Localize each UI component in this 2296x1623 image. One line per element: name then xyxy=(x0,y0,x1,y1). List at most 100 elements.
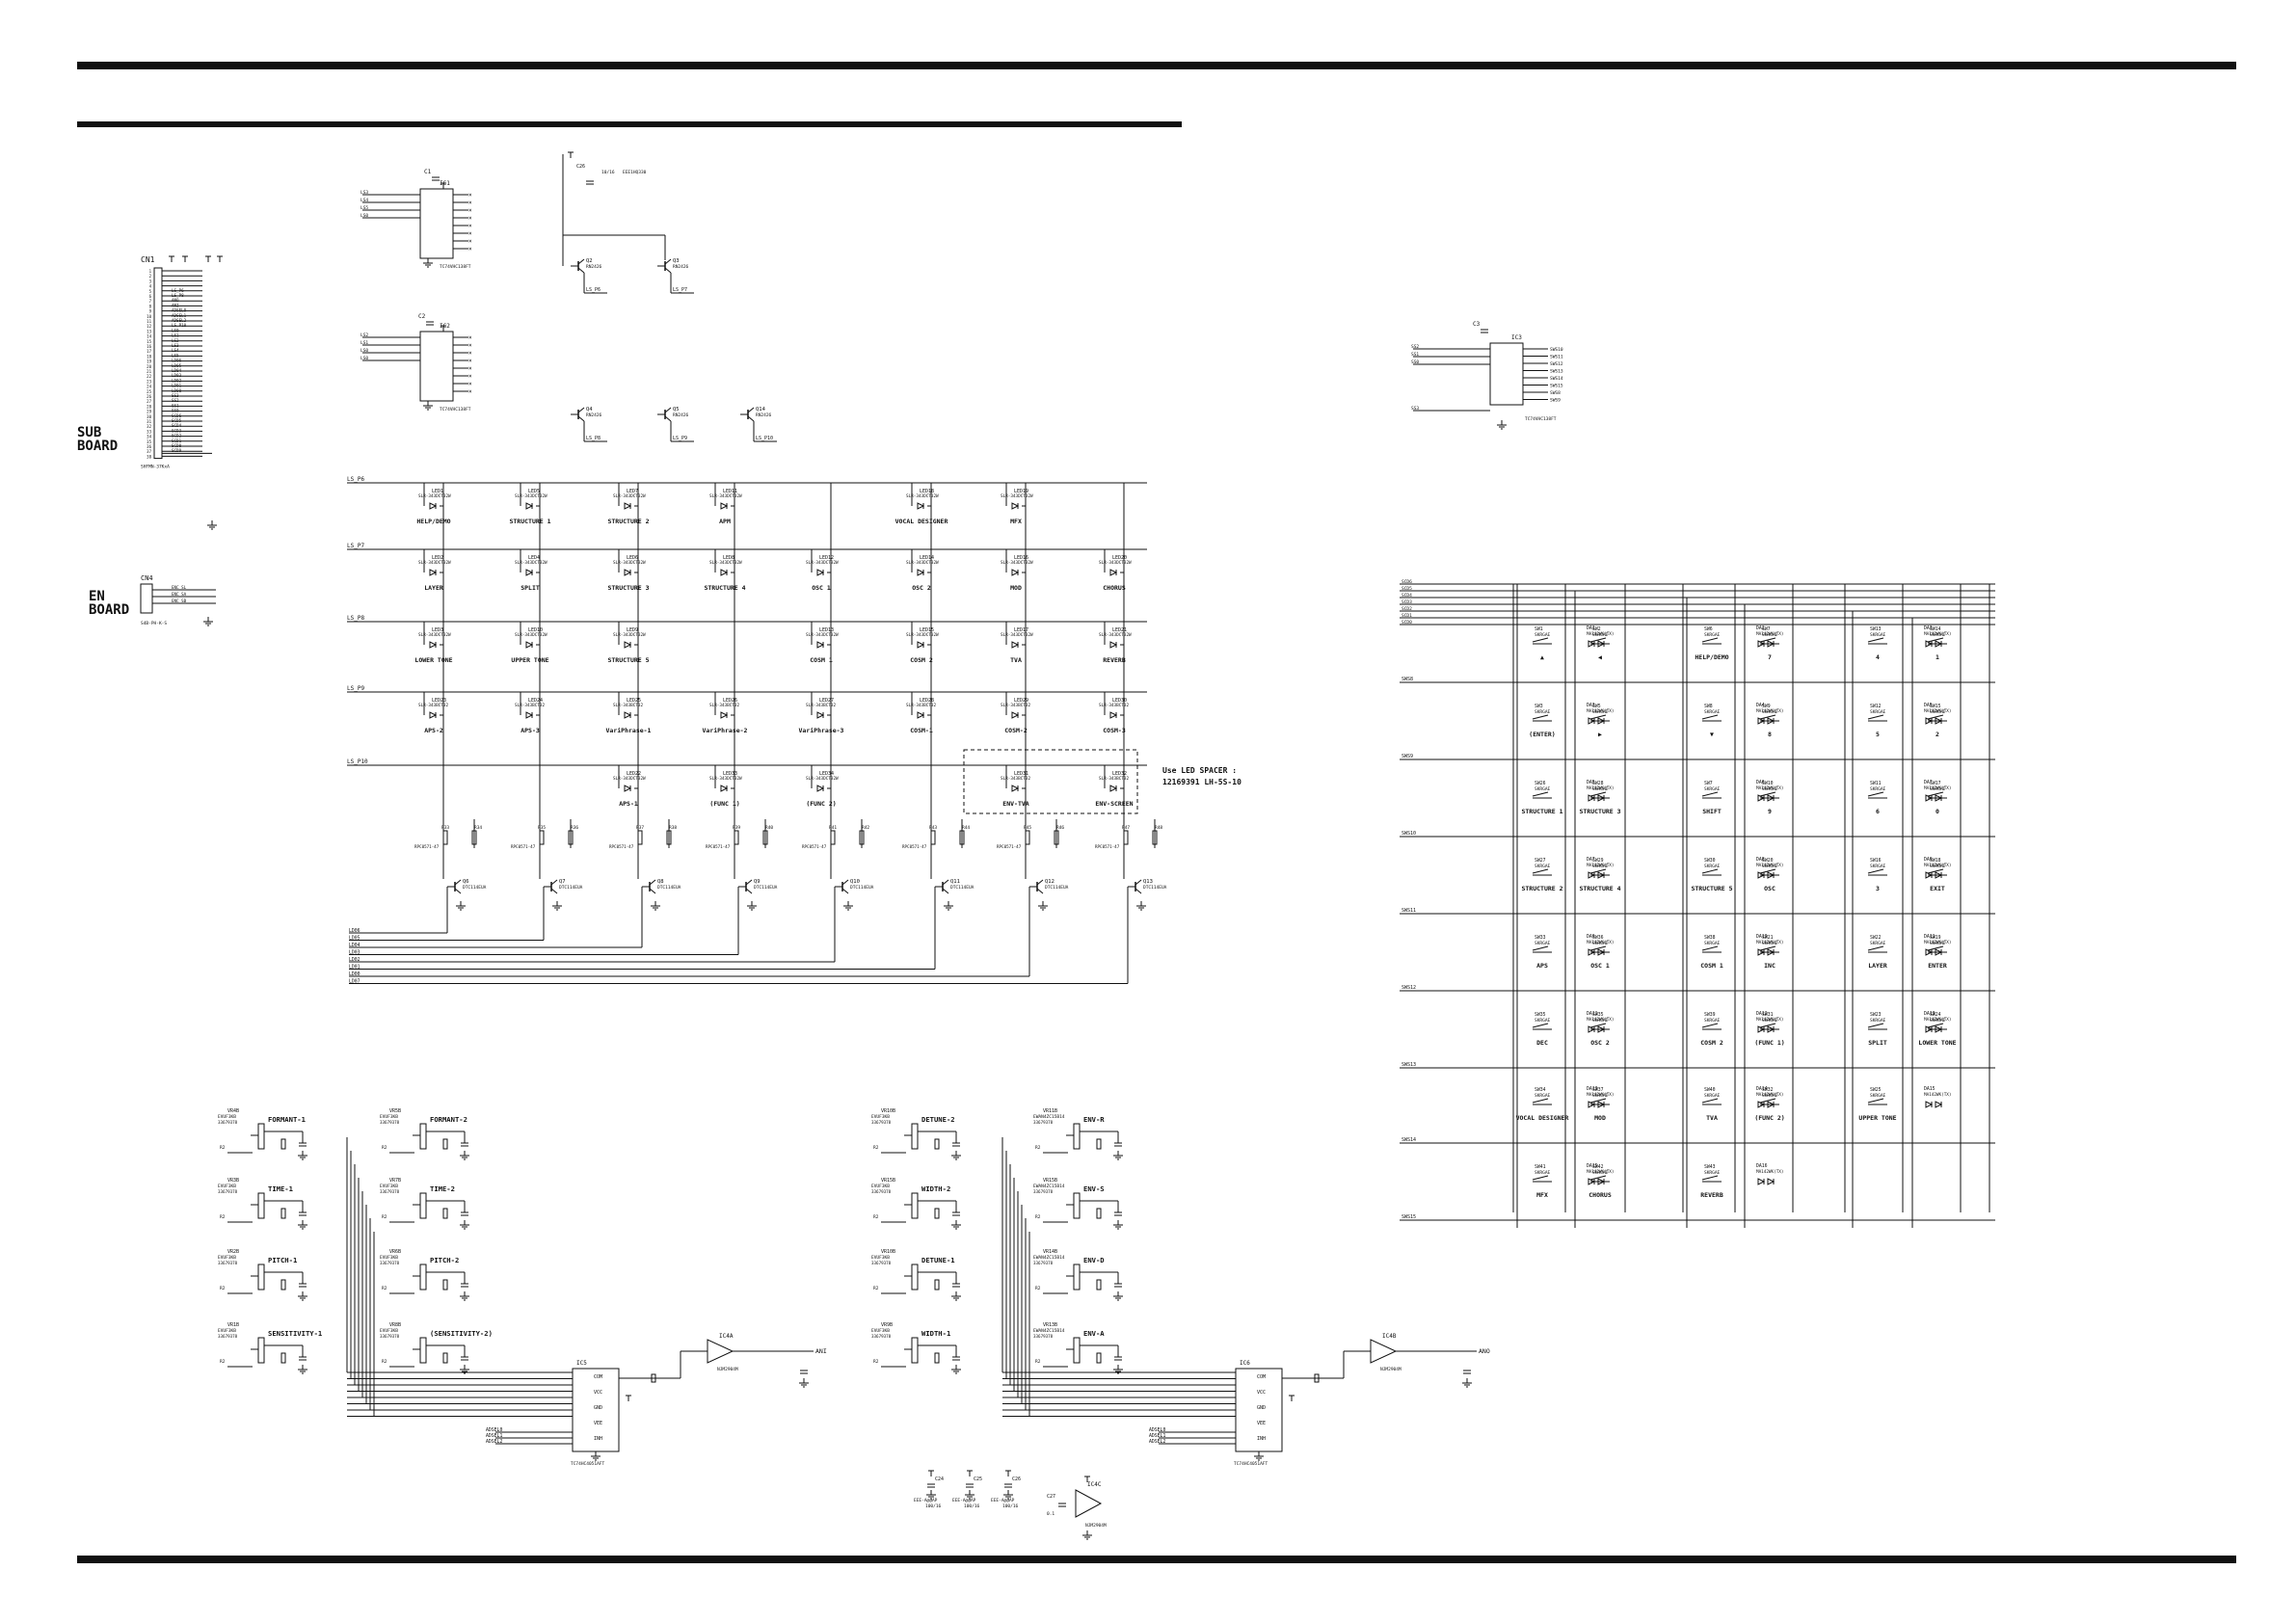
pot-series-resistor xyxy=(280,1352,286,1364)
switch-contact xyxy=(1759,637,1776,643)
pot-series-resistor xyxy=(1096,1208,1102,1219)
scan-line-label: SCD5 xyxy=(1402,586,1412,592)
diode-triangle xyxy=(720,711,729,719)
scan-line-label: SCD6 xyxy=(1402,579,1412,585)
driver-ref: Q8 xyxy=(657,879,664,885)
diode-part: MA142WK(TX) xyxy=(1587,785,1614,791)
pot-right-part: EVUF3KB xyxy=(871,1328,890,1334)
switch-part: SKRGAE xyxy=(1762,709,1778,715)
led-led30 xyxy=(1109,711,1118,719)
potentiometer-body xyxy=(419,1337,427,1364)
driver-resistor-ref: R44 xyxy=(962,825,970,831)
diode-triangle xyxy=(525,569,534,576)
pot-series-resistor xyxy=(934,1208,940,1219)
cn1-pin-number: 30 xyxy=(147,414,151,419)
diode-triangle xyxy=(1935,794,1943,802)
switch-caption: OSC 1 xyxy=(1590,962,1610,970)
pot-left-caption: TIME-1 xyxy=(268,1184,293,1193)
ic5-mux-out-gnd xyxy=(799,1378,809,1388)
diode-triangle xyxy=(1109,785,1118,792)
ic5-mux-com-resistor xyxy=(651,1373,656,1383)
pot-left-part-number: 33679378 xyxy=(218,1120,238,1125)
pot-right-caption: ENV-D xyxy=(1083,1256,1105,1264)
ic1-nc-mark: × xyxy=(468,207,472,214)
driver-resistor-ref: R45 xyxy=(1024,825,1031,831)
potentiometer-body xyxy=(911,1264,919,1290)
led-row-label: LS_P6 xyxy=(347,476,364,483)
led-part: SLR-343DCT32W xyxy=(1001,632,1033,638)
driver-gnd xyxy=(1136,901,1146,911)
ic1-input-label: LS0 xyxy=(360,213,368,219)
led-part: SLR-343BCT32 xyxy=(418,703,448,708)
switch-caption: OSC xyxy=(1764,885,1775,892)
diode-part: MA142WK(TX) xyxy=(1756,1017,1783,1023)
switch-ref: SW18 xyxy=(1930,858,1941,864)
diode-triangle xyxy=(1588,948,1596,956)
switch-caption: (ENTER) xyxy=(1529,731,1555,738)
switch-ref: SW16 xyxy=(1870,858,1882,864)
ic1-body xyxy=(419,188,454,259)
pot-filter-cap xyxy=(299,1356,307,1361)
pot-right-caption: WIDTH-1 xyxy=(921,1329,950,1338)
cn1-pin-number: 33 xyxy=(147,429,151,434)
switch-contact xyxy=(1759,791,1776,797)
sub-board-label-line1: SUB xyxy=(77,425,102,440)
transistor-emitter xyxy=(664,415,672,422)
pot-filter-cap xyxy=(461,1211,468,1216)
pot-left-part: EVUF3KB xyxy=(380,1328,398,1334)
pot-gnd xyxy=(460,1365,469,1374)
diode-triangle xyxy=(1767,948,1775,956)
switch-diode-pair xyxy=(1757,1178,1766,1185)
switch-caption: DEC xyxy=(1536,1039,1548,1047)
resistor-array-label: RPC0571-47 xyxy=(511,844,536,849)
transistor-net: LS_P10 xyxy=(756,436,773,441)
driver-gnd xyxy=(1038,901,1048,911)
switch-part: SKRGAE xyxy=(1930,941,1946,946)
led-caption: OSC 2 xyxy=(912,584,931,592)
cn1-signal-label: ADSEL0 xyxy=(172,308,187,313)
ic5-mux-vcc xyxy=(626,1395,631,1401)
diode-triangle xyxy=(720,785,729,792)
switch-contact xyxy=(1589,637,1607,643)
led-led8 xyxy=(720,569,729,576)
switch-caption: 5 xyxy=(1876,731,1880,738)
ic2-body xyxy=(419,331,454,402)
cn1-pin-number: 21 xyxy=(147,369,151,374)
pot-gnd xyxy=(1113,1365,1123,1374)
driver-resistor-ref: R39 xyxy=(733,825,740,831)
switch-contact xyxy=(1867,1023,1884,1028)
ic6-mux-pin-label: VEE xyxy=(1257,1421,1266,1426)
pot-left-part: EVUF3KB xyxy=(218,1328,236,1334)
switch-contact xyxy=(1927,791,1944,797)
pot-filter-cap xyxy=(299,1142,307,1147)
ic1-part: TC74VHC138FT xyxy=(440,264,471,270)
footer-bar xyxy=(77,1556,2236,1563)
switch-contact xyxy=(1532,945,1549,951)
ic6-mux-out-gnd xyxy=(1462,1378,1472,1388)
cn1-pin-number: 35 xyxy=(147,439,151,444)
led-ref: LED15 xyxy=(920,627,934,633)
switch-part: SKRGAE xyxy=(1704,1093,1721,1099)
switch-part: SKRGAE xyxy=(1930,632,1946,638)
switch-ref: SW9 xyxy=(1762,704,1771,709)
diode-triangle xyxy=(624,711,632,719)
led-led21 xyxy=(1109,641,1118,649)
pot-right-ref: VR10B xyxy=(881,1249,895,1255)
switch-ref: SW40 xyxy=(1704,1087,1716,1093)
pot-resistor-ref: R2 xyxy=(382,1359,387,1365)
bottom-cap-part: EEE-A@@AP xyxy=(952,1498,976,1503)
led-part: SLR-343BCT32 xyxy=(613,703,643,708)
switch-diode-pair xyxy=(1767,640,1775,648)
top-vcc xyxy=(568,151,574,158)
switch-ref: SW36 xyxy=(1592,935,1604,941)
switch-part: SKRGAE xyxy=(1592,941,1609,946)
led-caption: ENV-TVA xyxy=(1002,800,1028,808)
ic1-nc-mark: × xyxy=(468,230,472,237)
switch-ref: SW15 xyxy=(1930,704,1941,709)
switch-part: SKRGAE xyxy=(1930,786,1946,792)
cn1-vcc-2 xyxy=(182,255,188,262)
led-led10 xyxy=(525,641,534,649)
cn1-signal-label: SCD2 xyxy=(172,434,182,439)
ic2-gnd xyxy=(423,401,433,411)
ic1-input-label: LS5 xyxy=(360,205,368,211)
